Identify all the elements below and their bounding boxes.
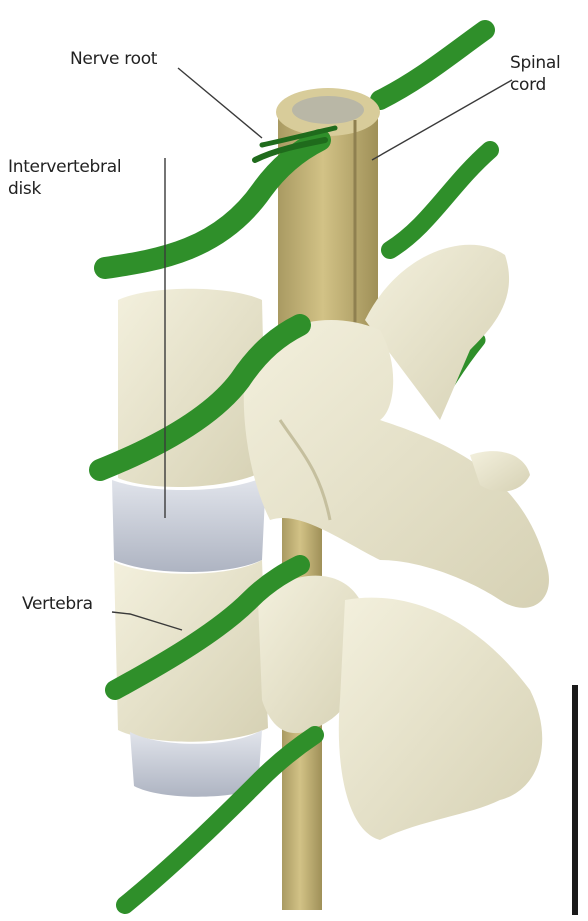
leader-nerve-root (178, 68, 262, 138)
label-nerve-root: Nerve root (70, 48, 157, 70)
label-intervertebral-line1: Intervertebral (8, 157, 121, 177)
edge-mark (572, 685, 578, 915)
intervertebral-disk-upper (112, 476, 266, 572)
label-spinal-cord: Spinal cord (510, 52, 560, 96)
label-spinal-cord-line2: cord (510, 75, 546, 95)
label-intervertebral-disk: Intervertebral disk (8, 156, 121, 200)
label-spinal-cord-line1: Spinal (510, 53, 560, 73)
label-vertebra: Vertebra (22, 593, 93, 615)
label-intervertebral-line2: disk (8, 179, 41, 199)
